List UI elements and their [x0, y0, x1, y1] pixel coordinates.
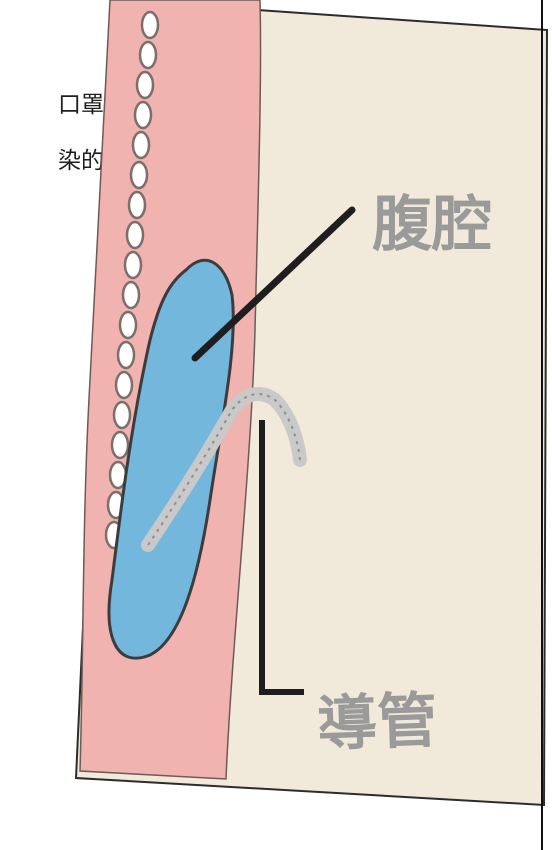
label-catheter: 導管	[316, 686, 438, 760]
label-abdominal-cavity: 腹腔	[372, 190, 492, 260]
page-border-right	[541, 0, 543, 850]
